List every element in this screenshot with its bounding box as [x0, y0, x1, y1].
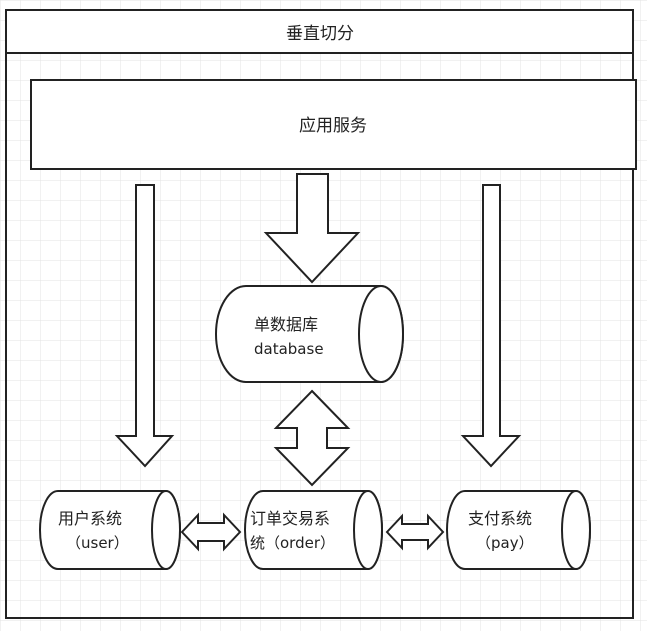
database-sublabel: database [254, 340, 324, 358]
database-cylinder [215, 285, 404, 383]
arrow-app-to-pay [460, 184, 522, 468]
arrow-app-to-database [263, 173, 361, 284]
title-bar [5, 9, 634, 54]
arrow-order-pay [385, 513, 445, 551]
user-system-sublabel: （user） [66, 534, 129, 552]
user-system-label: 用户系统 [58, 509, 122, 528]
user-system-cylinder [39, 490, 181, 570]
app-service-label: 应用服务 [299, 116, 367, 136]
pay-system-cylinder [446, 490, 591, 570]
arrow-database-order [273, 389, 351, 487]
database-label: 单数据库 [254, 315, 318, 334]
app-service-box [30, 79, 637, 170]
pay-system-sublabel: （pay） [476, 534, 534, 552]
pay-system-label: 支付系统 [468, 509, 532, 528]
order-system-sublabel: 统（order） [250, 534, 335, 552]
order-system-label: 订单交易系 [250, 509, 330, 528]
arrow-user-order [180, 512, 242, 552]
arrow-app-to-user [114, 184, 175, 468]
diagram-title: 垂直切分 [286, 24, 354, 44]
order-system-cylinder [244, 490, 383, 570]
